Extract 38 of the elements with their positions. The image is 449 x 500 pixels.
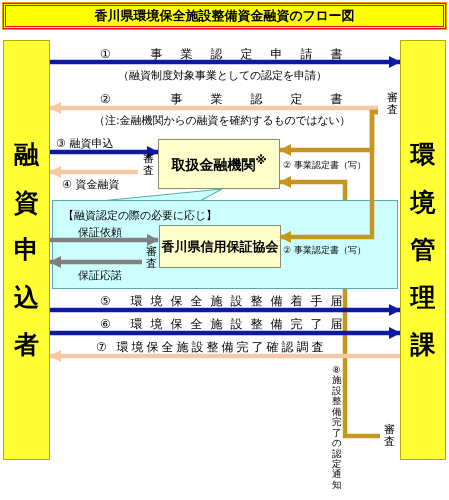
edge-label: ② 事業認定書 bbox=[100, 91, 371, 108]
edge-label: ① 事業認定申請書 bbox=[100, 46, 361, 63]
edge-label: ② 事業認定書（写） bbox=[283, 244, 366, 257]
node-label: 環境管理課 bbox=[410, 139, 436, 362]
arrow bbox=[279, 110, 378, 243]
arrow bbox=[50, 234, 159, 246]
arrow bbox=[49, 166, 138, 178]
edge-label: ⑥ 環境保全施設整備完了届 bbox=[100, 316, 351, 333]
arrow bbox=[50, 327, 401, 339]
node-label: 融資申込者 bbox=[14, 139, 39, 362]
review-note: 審査 bbox=[387, 92, 398, 116]
arrow bbox=[50, 56, 401, 68]
edge-label: ④ 資金融資 bbox=[62, 177, 120, 192]
node-label: 【融資認定の際の必要に応じ】 bbox=[63, 208, 217, 223]
edge-label: ⑧施設整備完了の認定通知 bbox=[332, 366, 342, 492]
edge-label: 保証応諾 bbox=[78, 268, 122, 283]
arrow bbox=[49, 102, 378, 114]
title-banner: 香川県環境保全施設整備資金融資のフロー図 bbox=[3, 3, 446, 29]
edge-label: ⑤ 環境保全施設整備着手届 bbox=[100, 293, 351, 310]
edge-label: ② 事業認定書（写） bbox=[283, 160, 366, 172]
review-note: 審査 bbox=[384, 424, 395, 448]
review-note: 審査 bbox=[143, 153, 154, 178]
arrow bbox=[49, 350, 400, 362]
tall-box bbox=[400, 40, 446, 460]
edge-label: ⑦ 環境保全施設整備完了確認調査 bbox=[96, 339, 327, 356]
process-box bbox=[159, 225, 281, 268]
tall-box bbox=[3, 40, 50, 460]
edge-label: 保証依頼 bbox=[78, 225, 122, 240]
edge-label: ③ 融資申込 bbox=[56, 136, 114, 151]
note-text: （注:金融機関からの融資を確約するものではない） bbox=[94, 113, 351, 128]
review-note: 審査 bbox=[146, 246, 157, 270]
node-label: 取扱金融機関$^{※}$ bbox=[171, 153, 267, 175]
node-label: 香川県信用保証協会 bbox=[162, 238, 278, 256]
process-box bbox=[158, 139, 280, 189]
arrow bbox=[50, 146, 159, 158]
note-text: （融資制度対象事業としての認定を申請） bbox=[118, 68, 327, 83]
arrow bbox=[49, 256, 142, 268]
arrow bbox=[50, 304, 401, 316]
